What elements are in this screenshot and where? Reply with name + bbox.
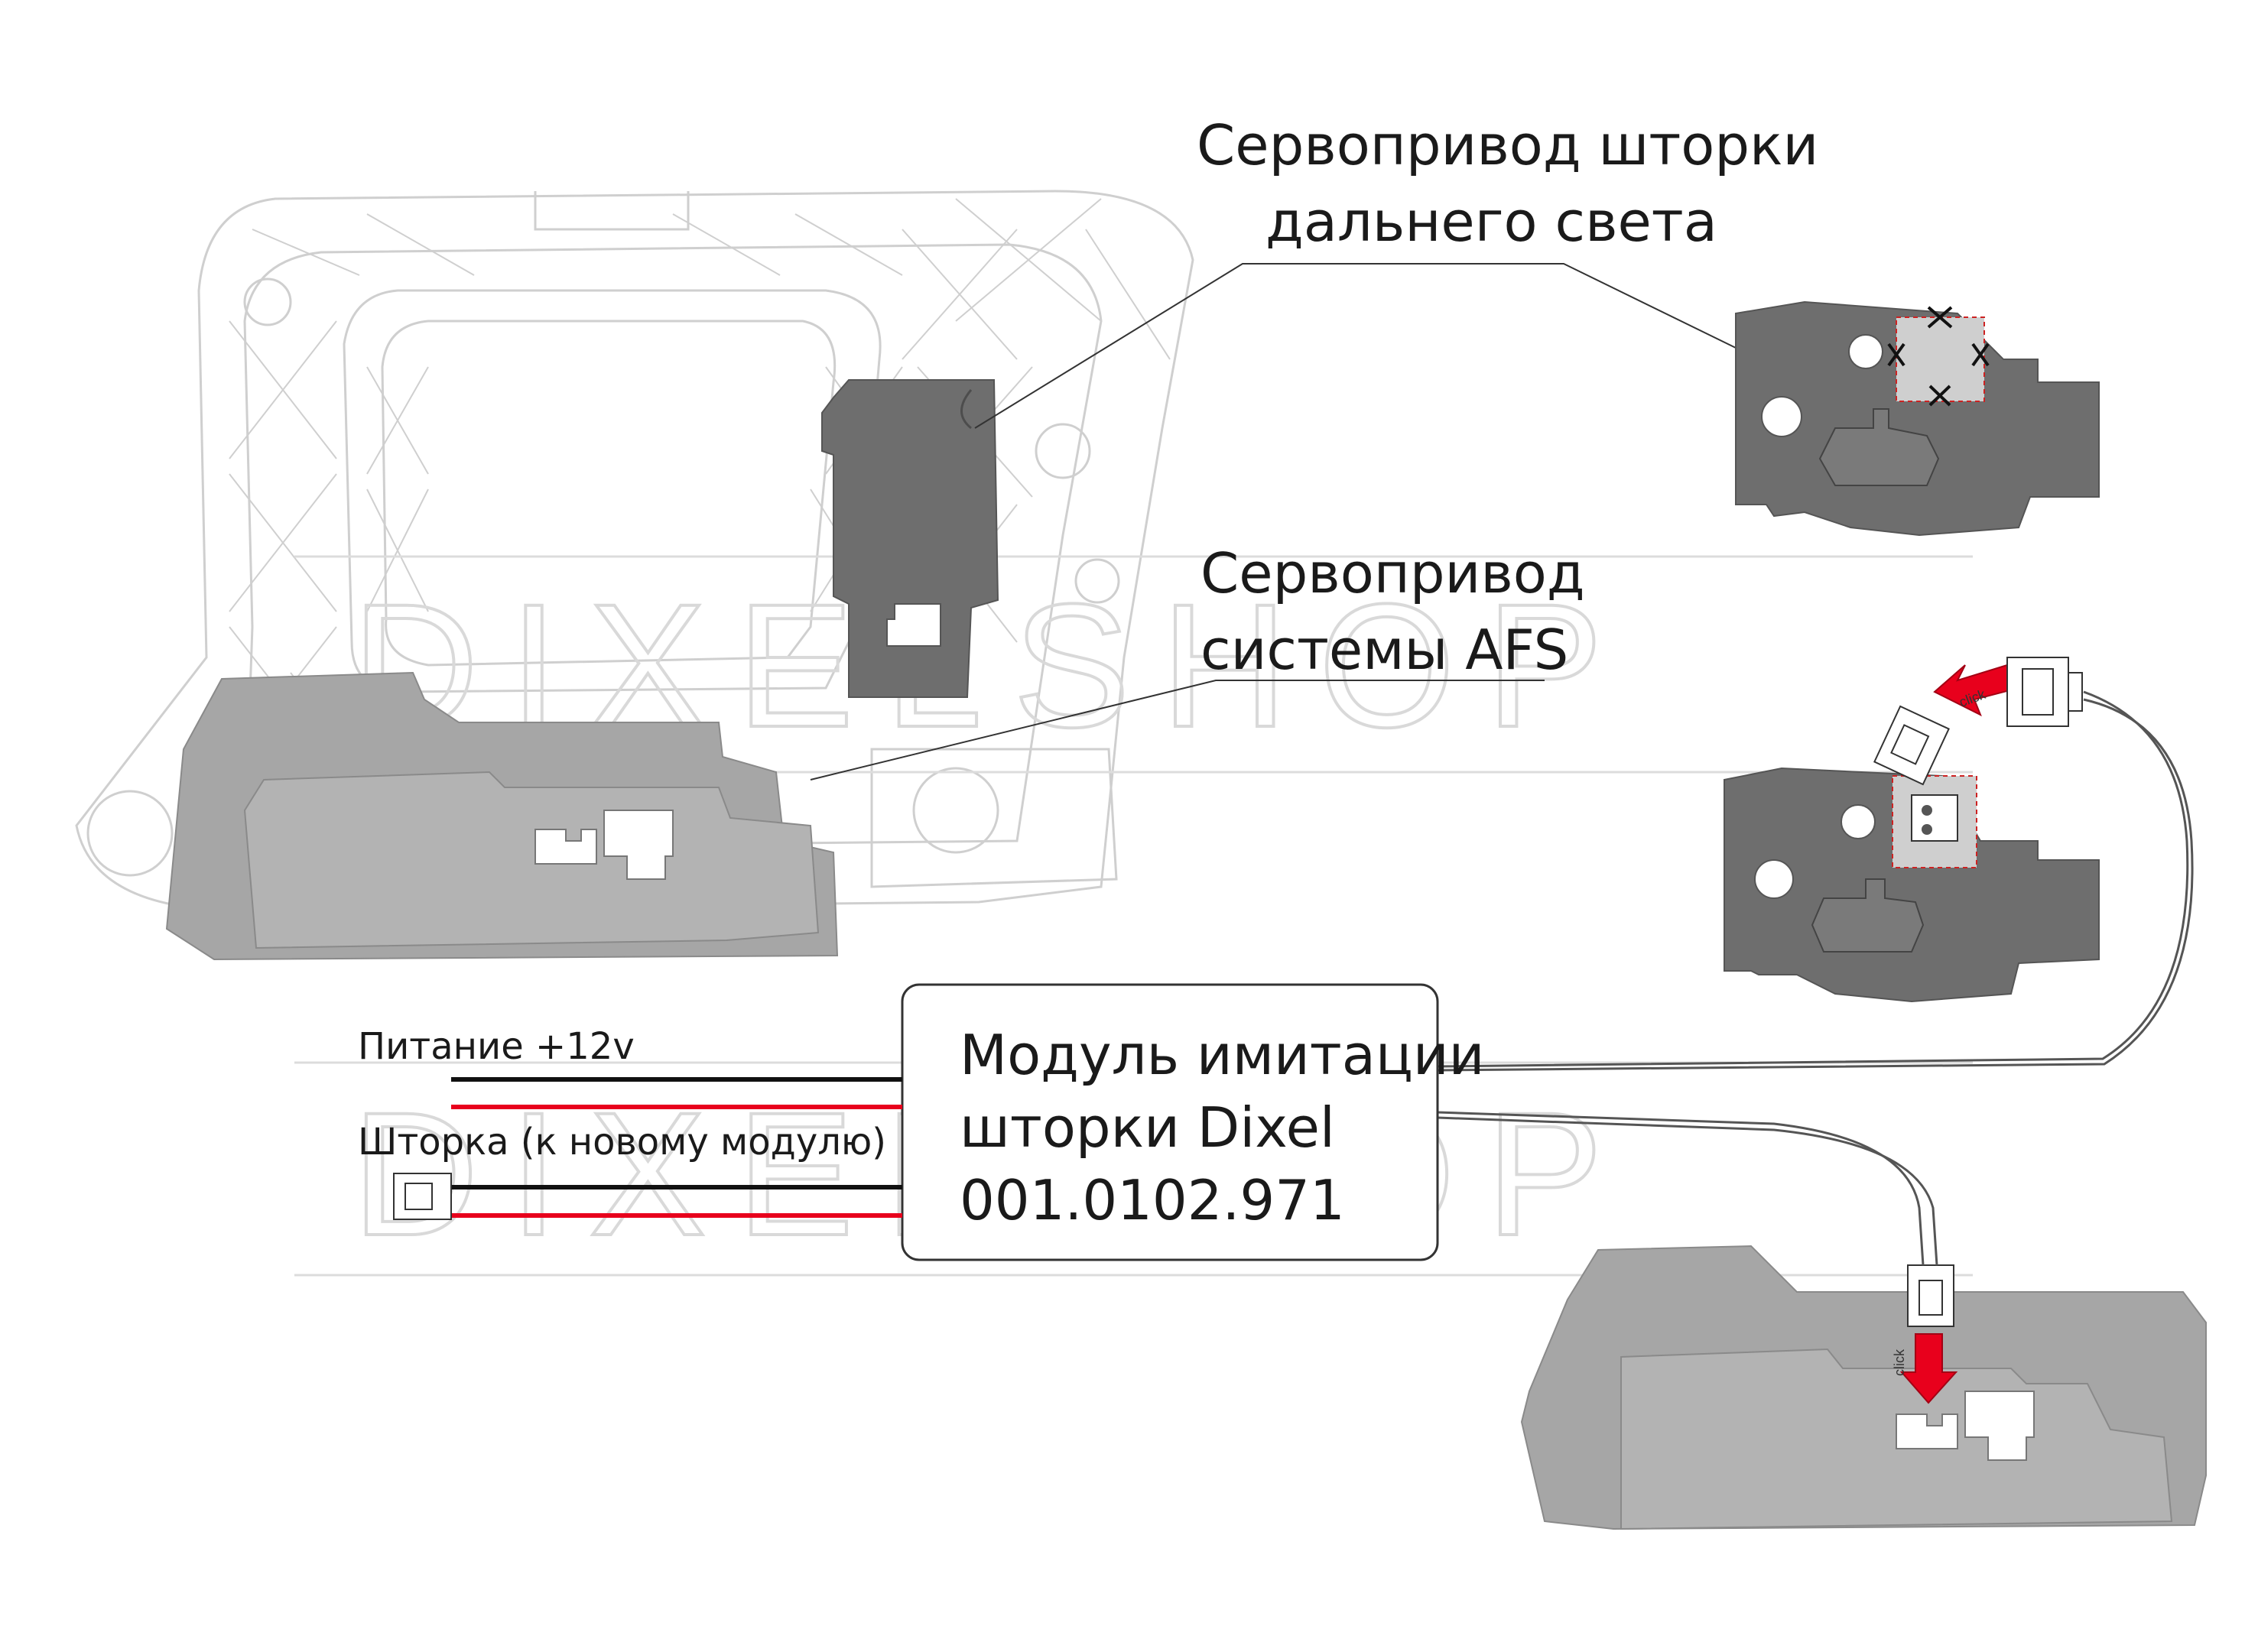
cable-end-connector-bottom: [1907, 1264, 1954, 1327]
shutter-plug: [393, 1173, 452, 1220]
highbeam-servo-in-frame: [821, 379, 999, 698]
highbeam-servo-detail: [1735, 300, 2100, 537]
afs-servo-label-line1: Сервопривод: [1200, 541, 1585, 605]
afs-servo-label-line2: системы AFS: [1200, 618, 1568, 682]
shutter-label: Шторка (к новому модулю): [358, 1121, 886, 1164]
module-label-line3: 001.0102.971: [960, 1168, 1345, 1232]
click-arrow-top-icon: click: [1933, 664, 2020, 717]
headlamp-frame: [75, 190, 1194, 911]
highbeam-servo-label-line1: Сервопривод шторки: [1197, 113, 1818, 177]
svg-text:click: click: [1892, 1349, 1907, 1376]
power-label: Питание +12v: [358, 1025, 635, 1068]
afs-servo-detail: [1520, 1245, 2207, 1530]
power-wires: [451, 1077, 902, 1109]
click-arrow-bottom-icon: click: [1892, 1333, 1958, 1404]
shutter-wires: [451, 1185, 902, 1218]
module-label-line1: Модуль имитации: [960, 1023, 1484, 1087]
leader-lines: [810, 263, 1737, 781]
connector-plug-top: [1873, 705, 1950, 786]
module-cables: [1437, 690, 2194, 1266]
afs-servo-in-frame: [165, 671, 839, 961]
dixel-module-box: [901, 983, 1439, 1261]
highbeam-servo-connected: [1724, 767, 2100, 1003]
module-label-line2: шторки Dixel: [960, 1095, 1335, 1160]
cable-end-connector-top: [2006, 657, 2083, 727]
scissors-icon: [1887, 306, 1990, 407]
highbeam-servo-label-line2: дальнего света: [1265, 190, 1717, 254]
cut-area: [1896, 316, 1985, 402]
